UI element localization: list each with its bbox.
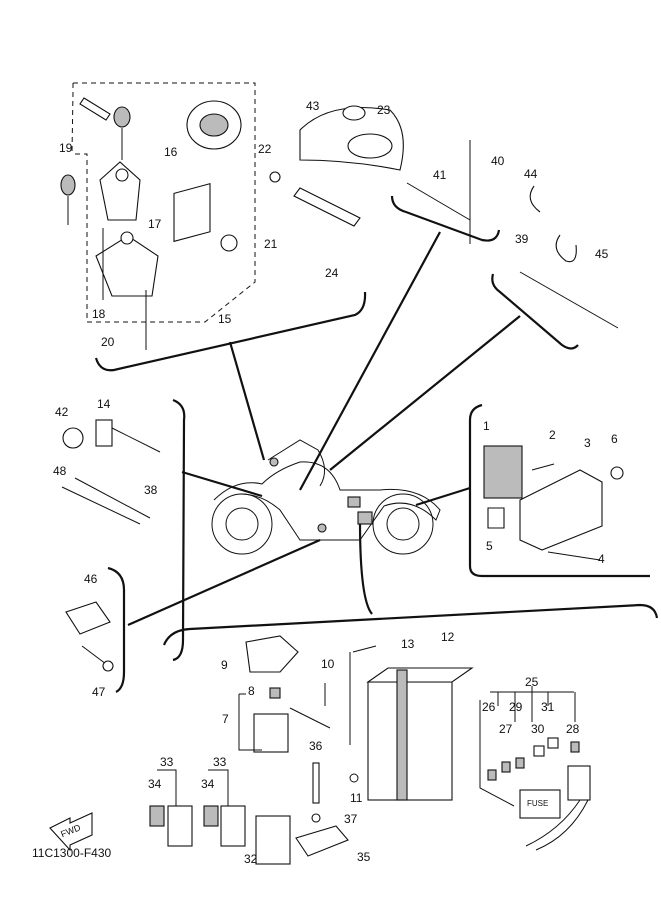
callout: 13 [401,637,415,651]
callout-labels: 19 16 22 43 23 40 41 44 45 39 17 21 24 1… [53,99,618,866]
key-icon [79,97,111,121]
callout: 30 [531,722,545,736]
callout: 25 [525,675,539,689]
callout: 9 [221,658,228,672]
callout: 8 [248,684,255,698]
callout: 2 [549,428,556,442]
callout: 3 [584,436,591,450]
callout: 33 [213,755,227,769]
callout: 46 [84,572,98,586]
group-brackets [71,82,659,693]
callout: 28 [566,722,580,736]
forward-arrow-icon: FWD [49,812,93,852]
callout: 36 [309,739,323,753]
callout: 22 [258,142,272,156]
callout: 41 [433,168,447,182]
fuse-box [519,789,561,819]
motorcycle-illustration [211,439,441,555]
callout: 10 [321,657,335,671]
callout: 23 [377,103,391,117]
callout: 32 [244,852,258,866]
callout: 4 [598,552,605,566]
callout: 34 [201,777,215,791]
callout: 47 [92,685,106,699]
callout: 19 [59,141,73,155]
callout: 7 [222,712,229,726]
callout: 38 [144,483,158,497]
callout: 48 [53,464,67,478]
callout: 27 [499,722,513,736]
callout: 5 [486,539,493,553]
callout: 45 [595,247,609,261]
callout: 18 [92,307,106,321]
callout: 17 [148,217,162,231]
callout: 39 [515,232,529,246]
callout: 11 [350,791,363,805]
callout: 26 [482,700,496,714]
callout: 20 [101,335,115,349]
diagram-code: 11C1300-F430 [32,846,111,860]
callout: 21 [264,237,278,251]
callout: 42 [55,405,69,419]
callout: 34 [148,777,162,791]
callout: 16 [164,145,178,159]
callout: 6 [611,432,618,446]
callout: 15 [218,312,232,326]
callout: 40 [491,154,505,168]
callout: 37 [344,812,358,826]
fuse-box-label: FUSE [527,799,548,808]
parts: FUSE [60,97,624,865]
callout: 24 [325,266,339,280]
callout: 35 [357,850,371,864]
callout: 12 [441,630,455,644]
callout: 33 [160,755,174,769]
callout: 44 [524,167,538,181]
callout: 31 [541,700,555,714]
callout: 14 [97,397,111,411]
callout: 29 [509,700,523,714]
callout: 1 [483,419,490,433]
callout: 43 [306,99,320,113]
